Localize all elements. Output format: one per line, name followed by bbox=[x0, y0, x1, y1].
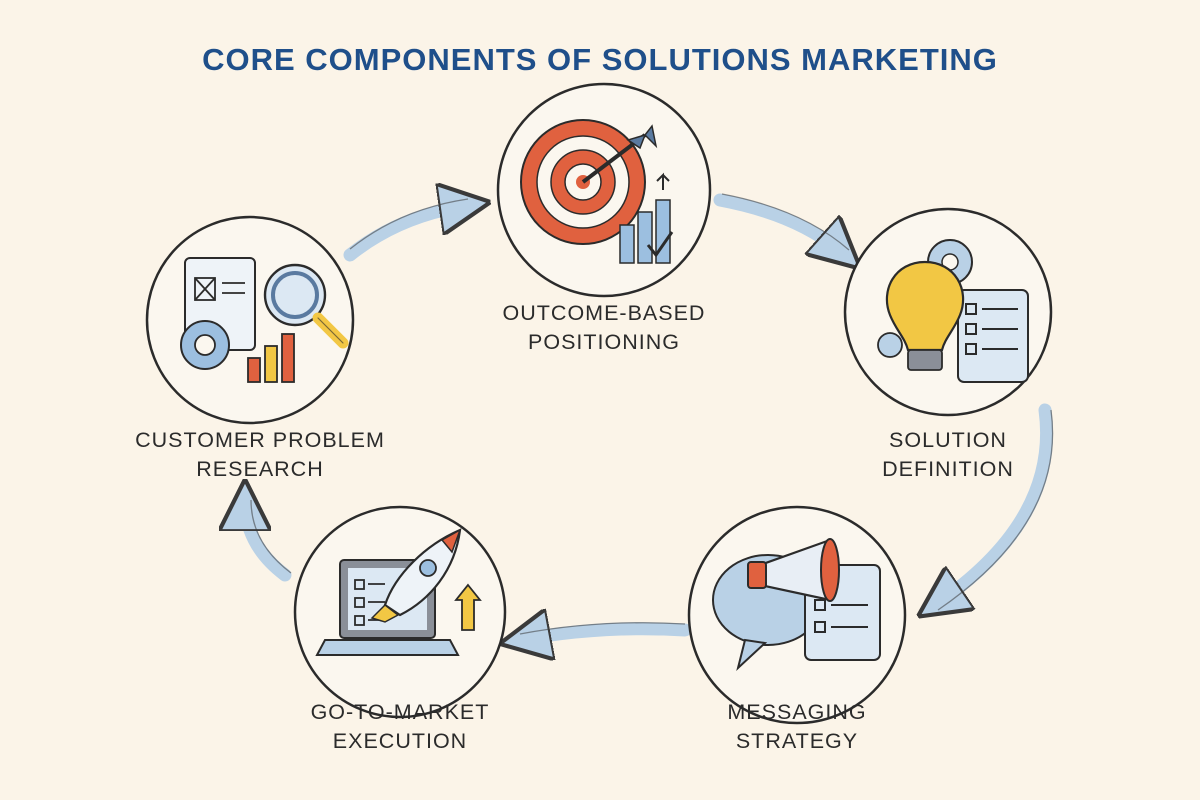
rocket-icon bbox=[315, 528, 482, 656]
megaphone-icon bbox=[712, 538, 881, 672]
magnifier-icon bbox=[180, 257, 349, 383]
cycle-arrows bbox=[245, 193, 1054, 640]
arrow-definition-to-messaging bbox=[935, 403, 1054, 605]
arrow-execution-to-research bbox=[245, 500, 292, 582]
arrow-messaging-to-execution bbox=[520, 629, 692, 640]
arrow-research-to-positioning bbox=[343, 205, 470, 262]
arrow-positioning-to-definition bbox=[713, 193, 845, 255]
diagram-title: CORE COMPONENTS OF SOLUTIONS MARKETING bbox=[202, 42, 998, 77]
target-icon bbox=[520, 119, 674, 264]
lightbulb-icon bbox=[877, 239, 1029, 383]
